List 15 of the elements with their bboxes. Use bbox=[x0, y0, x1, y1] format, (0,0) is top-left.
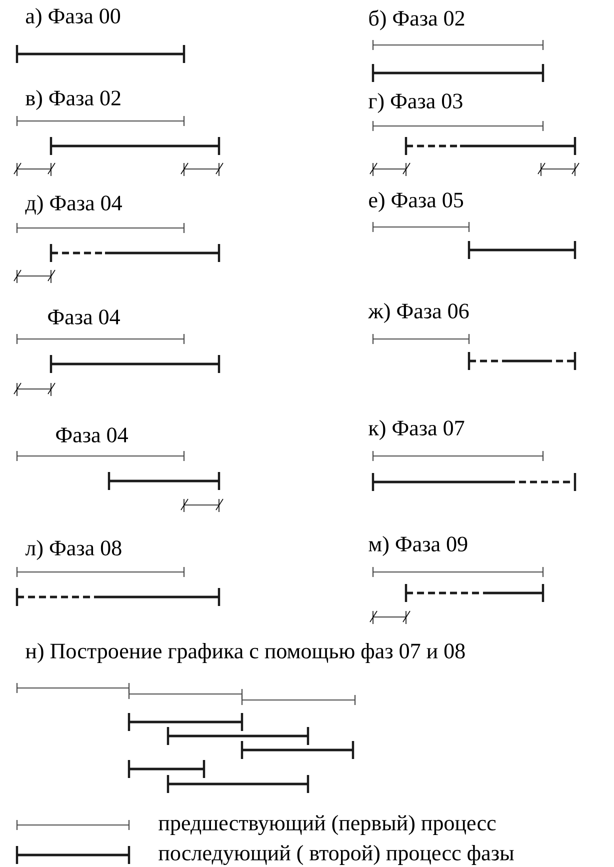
legend-text: последующий ( второй) процесс фазы bbox=[158, 845, 514, 866]
phase-label: Фаза 04 bbox=[48, 310, 120, 324]
phase-label: Фаза 04 bbox=[56, 428, 128, 442]
phase-label: к) Фаза 07 bbox=[368, 420, 464, 440]
phase-label: н) Построение графика с помощью фаз 07 и 08 bbox=[26, 643, 465, 663]
phase-label: в) Фаза 02 bbox=[26, 90, 120, 110]
phase-label: г) Фаза 03 bbox=[368, 93, 462, 113]
phase-label: ж) Фаза 06 bbox=[368, 303, 469, 323]
legend-text: предшествующий (первый) процесс bbox=[158, 815, 496, 836]
phase-label: е) Фаза 05 bbox=[369, 192, 464, 212]
phase-label: м) Фаза 09 bbox=[368, 536, 468, 556]
phase-label: д) Фаза 04 bbox=[25, 195, 122, 215]
phase-label: л) Фаза 08 bbox=[25, 540, 122, 560]
phase-label: б) Фаза 02 bbox=[369, 10, 464, 30]
phase-label: а) Фаза 00 bbox=[26, 8, 120, 28]
